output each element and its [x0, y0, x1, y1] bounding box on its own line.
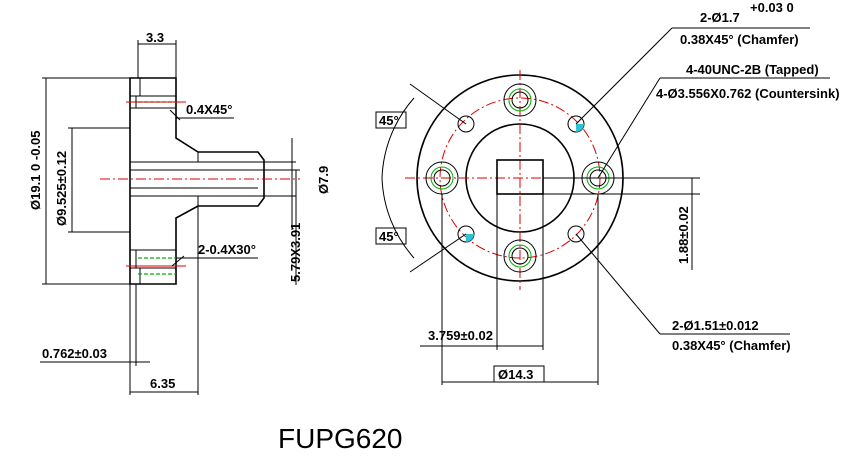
dim-dia-7-9: Ø7.9 [316, 166, 331, 194]
dim-3-759: 3.759±0.02 [428, 328, 493, 343]
label-chamfer-2: 0.38X45° (Chamfer) [672, 338, 791, 353]
front-view: 45° 45° 2-Ø1.7 +0.03 0 0.38X45° (Chamfer… [375, 0, 840, 385]
dim-chamfer-045: 0.4X45° [186, 102, 232, 117]
small-hole-ul [457, 115, 475, 133]
dim-dia-19-1: Ø19.1 0 -0.05 [28, 131, 43, 211]
side-section-view: 3.3 0.4X45° Ø19.1 0 -0.05 Ø9.525±0.12 Ø7… [28, 30, 331, 395]
tapped-hole-bottom [503, 239, 537, 273]
label-dia-1-7: 2-Ø1.7 [700, 10, 740, 25]
tapped-hole-top [503, 83, 537, 117]
label-countersink: 4-Ø3.556X0.762 (Countersink) [656, 86, 840, 101]
dim-6-35: 6.35 [150, 376, 175, 391]
dim-0-762: 0.762±0.03 [42, 346, 107, 361]
label-dia-1-7-tol: +0.03 0 [750, 0, 794, 15]
part-number-title: FUPG620 [278, 423, 403, 454]
section-hatch-lower [129, 195, 199, 251]
small-hole-lr [567, 225, 585, 243]
angle-45-top: 45° [379, 113, 399, 128]
dim-5-79x3-91: 5.79X3.91 [288, 223, 303, 282]
label-tapped: 4-40UNC-2B (Tapped) [686, 62, 819, 77]
label-dia-1-51: 2-Ø1.51±0.012 [672, 318, 759, 333]
dim-dia-14-3: Ø14.3 [498, 367, 533, 382]
dim-3-3: 3.3 [146, 30, 164, 45]
dim-chamfer-030: 2-0.4X30° [198, 242, 256, 257]
hub-hatch-bottom [139, 267, 177, 285]
dim-1-88: 1.88±0.02 [676, 206, 691, 264]
lower-hole-section [129, 249, 177, 269]
hub-hatch-top [139, 77, 177, 97]
label-chamfer-1: 0.38X45° (Chamfer) [680, 32, 799, 47]
square-bore [496, 159, 544, 195]
dim-dia-9-525: Ø9.525±0.12 [54, 151, 69, 226]
angle-45-bottom: 45° [379, 229, 399, 244]
